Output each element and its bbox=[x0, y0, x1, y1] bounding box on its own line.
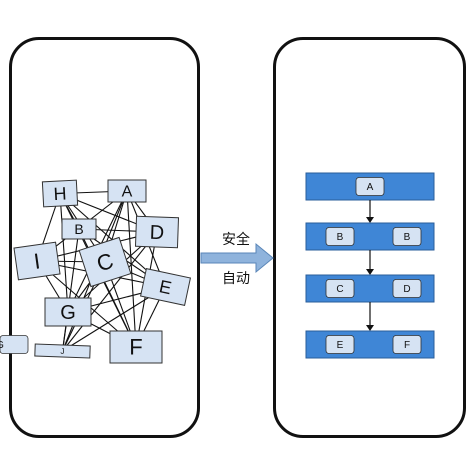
layer-node-e: E bbox=[325, 335, 355, 354]
layer-arrow-1 bbox=[366, 200, 374, 223]
layer-node-g: G bbox=[0, 335, 29, 354]
node-label: D bbox=[149, 222, 164, 244]
node-h: H bbox=[41, 179, 79, 208]
edge-D-J bbox=[62, 231, 158, 352]
layer-4: E F G bbox=[0, 330, 435, 359]
node-label: A bbox=[122, 184, 133, 201]
node-c: C bbox=[78, 236, 132, 288]
node-d: D bbox=[134, 215, 180, 249]
svg-text:E: E bbox=[337, 340, 344, 351]
transition-label-bottom: 自动 bbox=[222, 270, 250, 286]
transition-arrow bbox=[200, 242, 274, 274]
svg-text:A: A bbox=[367, 182, 374, 193]
layer-node-c: C bbox=[325, 279, 355, 298]
layer-1: A bbox=[305, 172, 435, 201]
node-label: J bbox=[60, 347, 64, 356]
layered-diagram: ABBCDEFG bbox=[0, 172, 435, 359]
svg-text:C: C bbox=[336, 284, 343, 295]
layer-arrow-3 bbox=[366, 302, 374, 331]
svg-text:F: F bbox=[404, 340, 410, 351]
node-label: H bbox=[53, 183, 67, 204]
node-e: E bbox=[139, 268, 192, 306]
layer-node-a: A bbox=[355, 177, 385, 196]
node-label: E bbox=[157, 276, 173, 298]
svg-text:D: D bbox=[403, 284, 410, 295]
node-label: G bbox=[60, 302, 76, 324]
node-label: B bbox=[74, 221, 83, 237]
svg-text:G: G bbox=[0, 340, 4, 351]
node-label: I bbox=[32, 248, 42, 274]
node-label: F bbox=[129, 335, 142, 360]
svg-text:B: B bbox=[337, 232, 344, 243]
node-j: J bbox=[34, 343, 91, 359]
node-i: I bbox=[13, 241, 61, 281]
node-f: F bbox=[109, 330, 163, 364]
node-b: B bbox=[61, 218, 97, 240]
edge-A-F bbox=[126, 190, 137, 348]
svg-text:B: B bbox=[404, 232, 411, 243]
layer-node-b: B bbox=[325, 227, 355, 246]
node-a: A bbox=[107, 179, 147, 203]
tangled-nodes: H A B D I C E G F J bbox=[13, 179, 192, 364]
layer-node-b: B bbox=[392, 227, 422, 246]
node-g: G bbox=[44, 297, 92, 327]
edge-H-G bbox=[59, 193, 69, 313]
transition-label-top: 安全 bbox=[222, 231, 250, 247]
layer-arrow-2 bbox=[366, 250, 374, 275]
layer-node-d: D bbox=[392, 279, 422, 298]
layer-node-f: F bbox=[392, 335, 422, 354]
node-label: C bbox=[94, 248, 117, 277]
